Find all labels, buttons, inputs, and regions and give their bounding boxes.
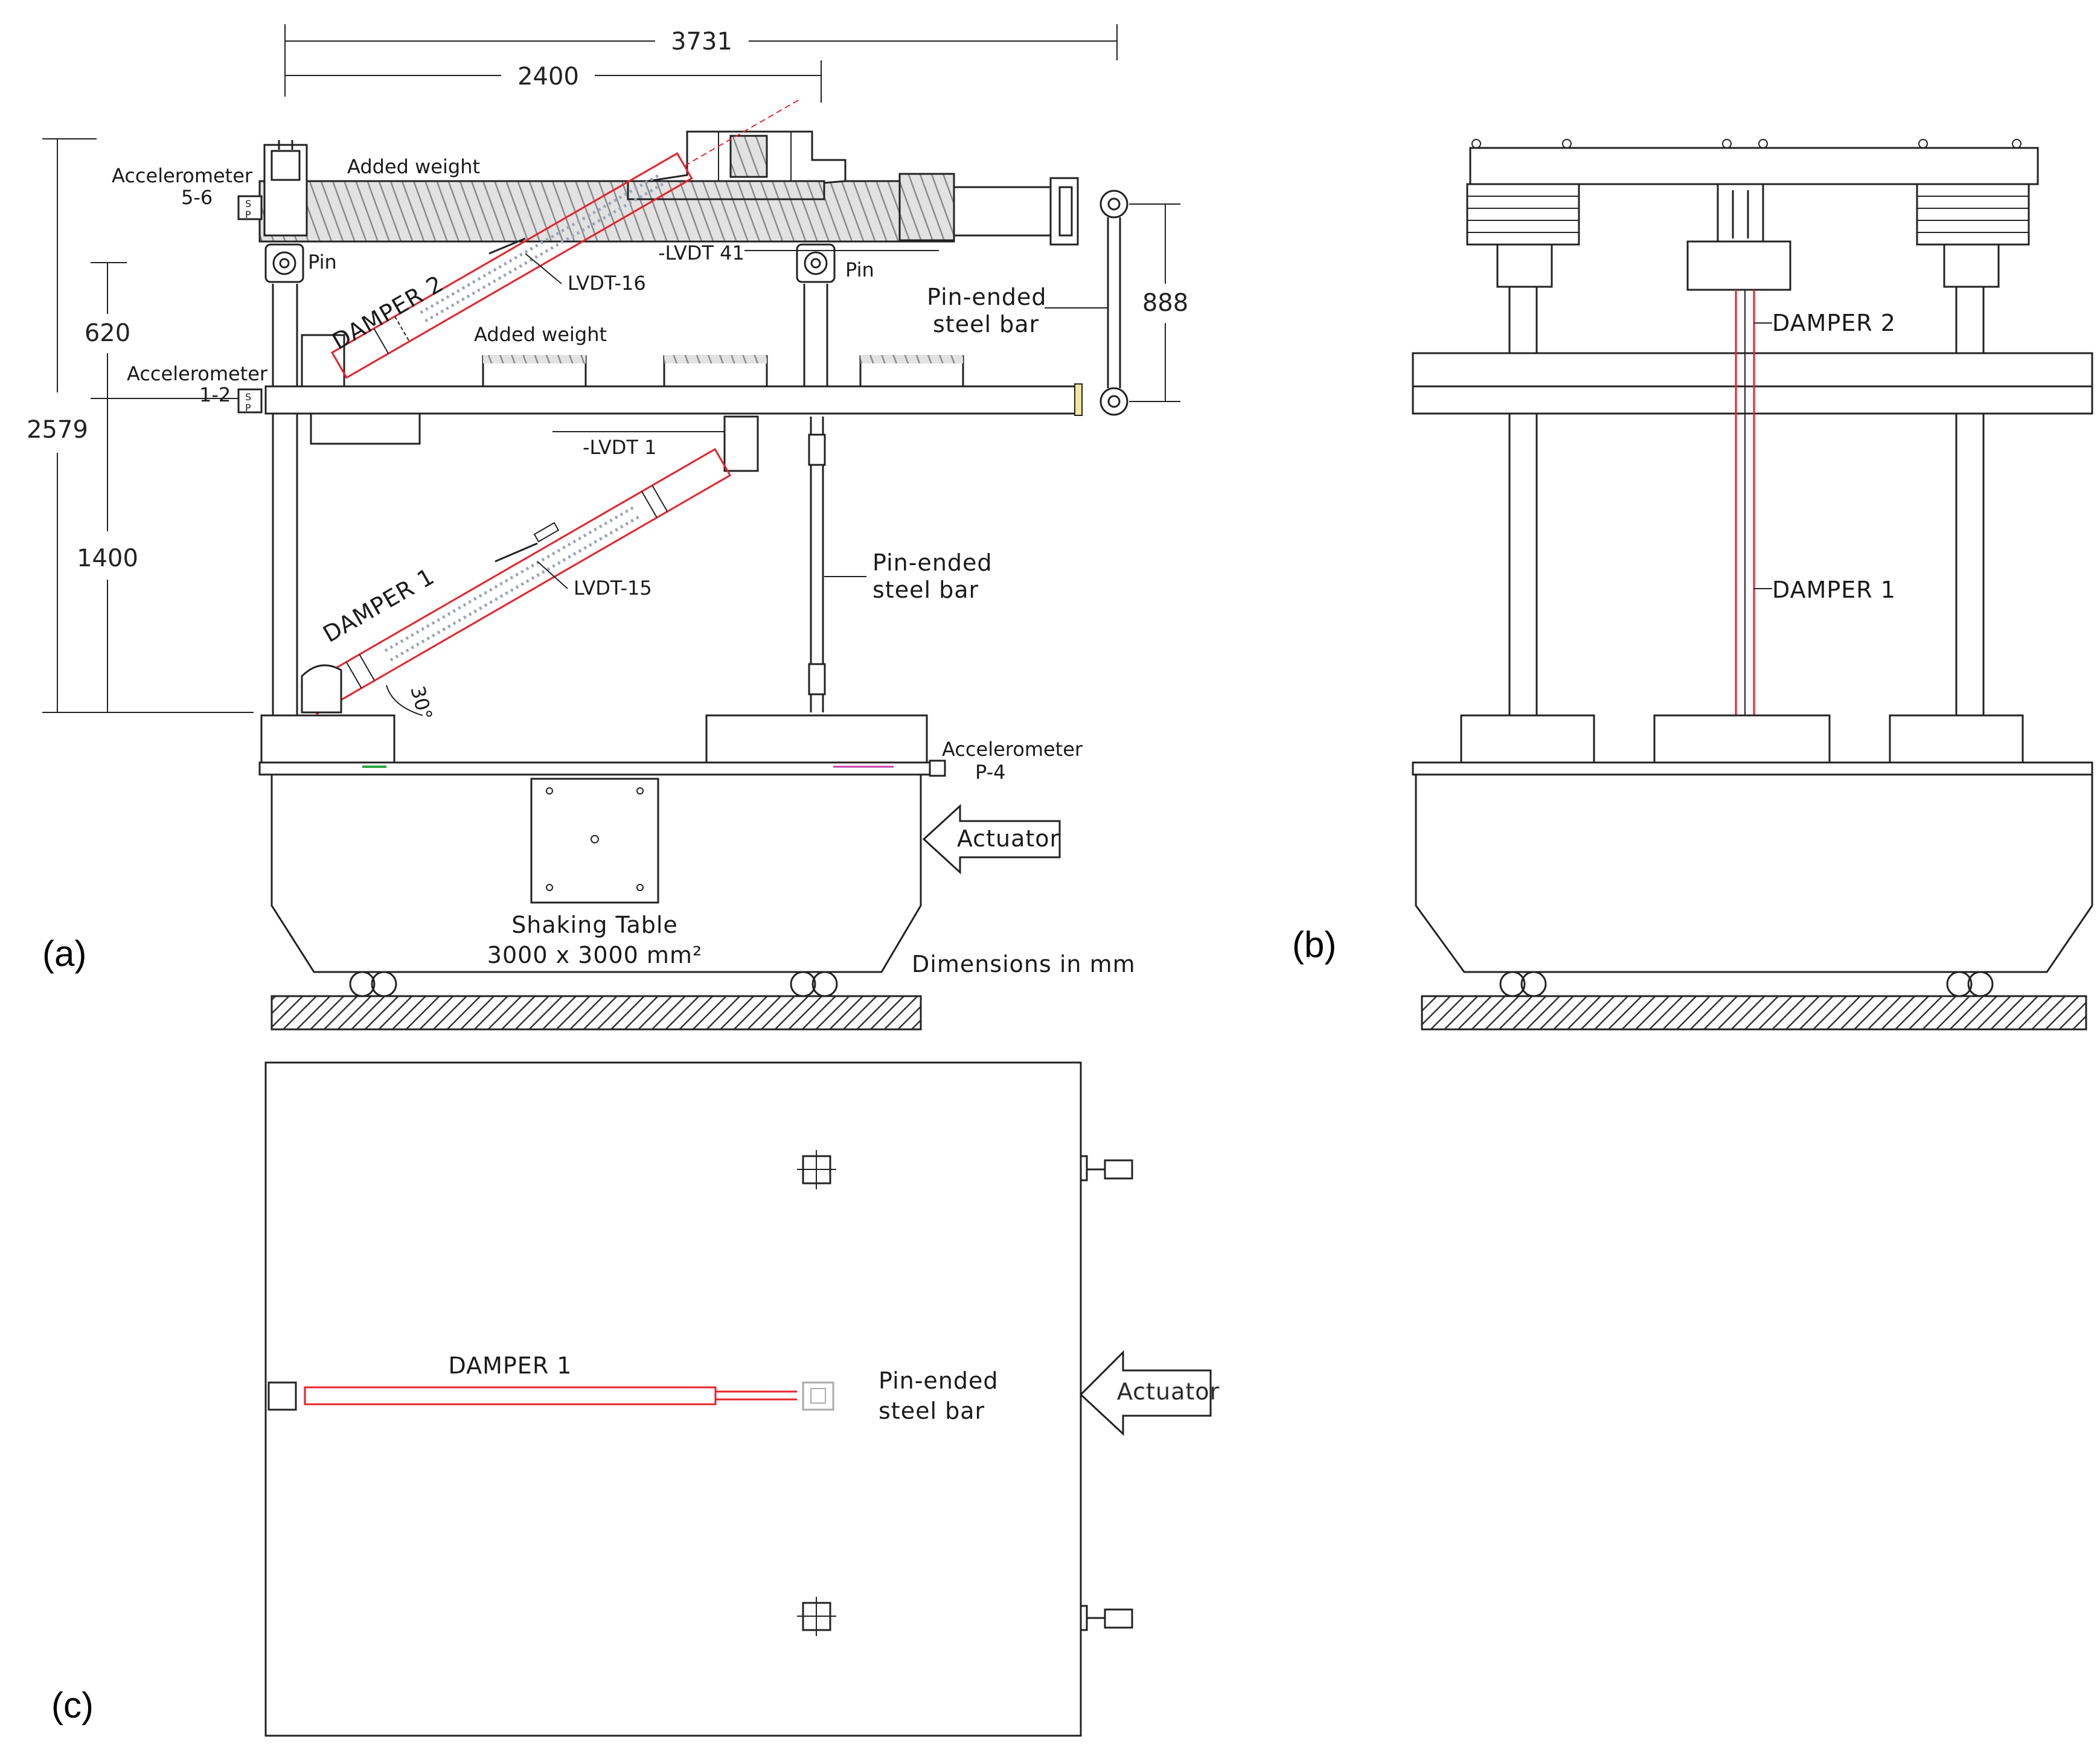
pin-left-label: Pin	[308, 251, 337, 273]
plan-bar-label-2: steel bar	[879, 1398, 985, 1424]
damper-2-label: DAMPER 2	[328, 270, 449, 355]
units-note: Dimensions in mm	[912, 951, 1136, 977]
shaking-table	[271, 775, 922, 1031]
svg-text:S: S	[245, 198, 251, 209]
damper-1-plan-label: DAMPER 1	[449, 1352, 572, 1379]
damper-1-elevation	[300, 447, 732, 716]
svg-text:P: P	[245, 402, 251, 414]
top-beam	[258, 130, 1079, 246]
middle-beam	[264, 334, 1083, 445]
actuator-label: Actuator	[957, 825, 1060, 852]
brace-angle-label: 30°	[406, 683, 437, 723]
pin-right-label: Pin	[845, 258, 874, 281]
plan-view-c: DAMPER 1 Pin-ended steel bar Actuator (c…	[51, 1061, 1220, 1737]
lvdt-16-label: LVDT-16	[568, 272, 646, 295]
actuator-plan-label: Actuator	[1117, 1378, 1220, 1405]
added-weight-top-label: Added weight	[347, 155, 480, 178]
dim-total-height: 2579	[27, 416, 88, 444]
pin-right	[796, 243, 836, 283]
added-weight-mid-label: Added weight	[474, 323, 607, 346]
dim-link-length: 888	[1142, 289, 1188, 317]
pin-left	[264, 243, 304, 283]
accelerometer-base-id: P-4	[975, 761, 1006, 784]
lvdt-15-label: LVDT-15	[574, 577, 652, 599]
shaking-table-size: 3000 x 3000 mm²	[487, 942, 702, 968]
foundation-block-left	[260, 714, 395, 765]
dim-overall-width: 3731	[671, 28, 732, 56]
accelerometer-mid-id: 1-2	[199, 383, 231, 406]
svg-text:P: P	[245, 209, 251, 220]
accelerometer-mid-label: Accelerometer	[127, 362, 268, 385]
link-bar-label-2: steel bar	[933, 311, 1039, 337]
accelerometer-base-label: Accelerometer	[942, 738, 1083, 761]
lvdt-1-label: -LVDT 1	[583, 436, 656, 459]
accelerometer-top-id: 5-6	[181, 186, 213, 209]
dim-upper-width: 2400	[517, 63, 579, 91]
columns-frame	[272, 284, 828, 718]
accelerometer-top-label: Accelerometer	[112, 164, 253, 187]
top-dimensions: 3731 2400	[284, 24, 1118, 103]
pin-ended-post	[796, 417, 838, 765]
plan-bar-label-1: Pin-ended	[879, 1367, 999, 1394]
damper-1-base-bracket	[301, 664, 342, 714]
panel-c-label: (c)	[51, 1685, 94, 1725]
side-view-b: DAMPER 2 DAMPER 1 (b)	[1292, 139, 2093, 1031]
damper-2-side-label: DAMPER 2	[1772, 310, 1896, 336]
elevation-view-a: 3731 2400 2579 620 1400	[27, 24, 1188, 1031]
pin-ended-link: 888	[1100, 190, 1188, 416]
post-bar-label-2: steel bar	[872, 577, 979, 603]
left-dimensions: 2579 620 1400	[27, 138, 260, 713]
damper-1-side-label: DAMPER 1	[1772, 577, 1896, 603]
lvdt-41-label: -LVDT 41	[658, 241, 744, 264]
post-bar-label-1: Pin-ended	[872, 549, 993, 576]
actuator-plan-arrow	[1079, 1350, 1212, 1436]
svg-text:S: S	[245, 391, 251, 403]
link-bar-label-1: Pin-ended	[927, 284, 1047, 310]
accelerometer-sensor	[237, 195, 263, 220]
foundation-block-right	[705, 714, 928, 765]
actuator-arrow	[922, 804, 1061, 875]
shaking-table-label: Shaking Table	[511, 912, 678, 938]
panel-a-label: (a)	[42, 933, 86, 974]
dim-upper-story: 620	[85, 319, 130, 347]
dim-lower-story: 1400	[77, 545, 138, 572]
damper-1-label: DAMPER 1	[319, 563, 440, 648]
accelerometer-mid-sensor	[237, 388, 263, 414]
panel-b-label: (b)	[1292, 924, 1336, 965]
base-plate	[258, 761, 931, 776]
